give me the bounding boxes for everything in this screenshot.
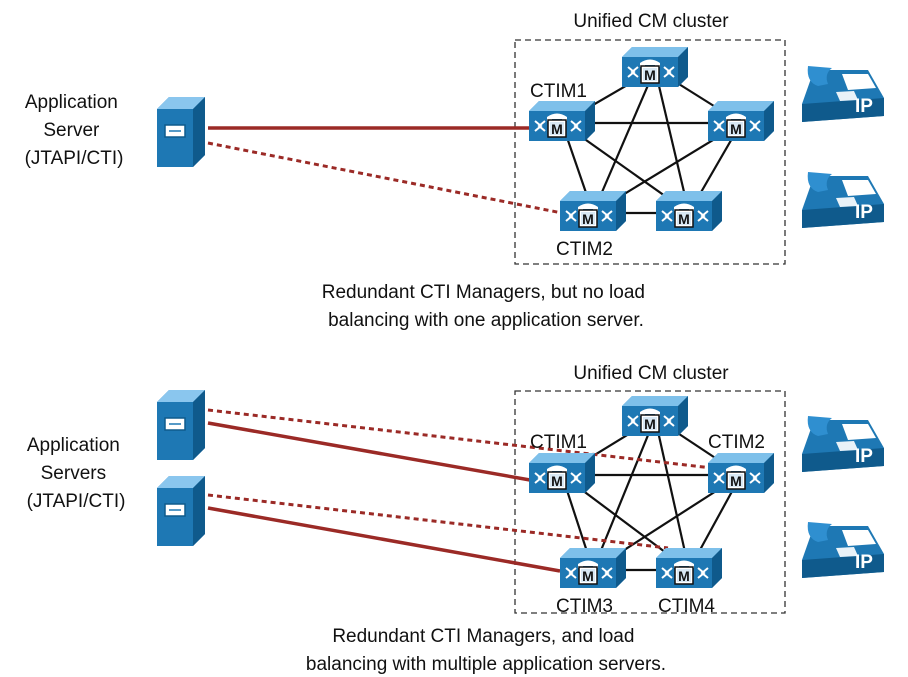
- svg-text:M: M: [551, 473, 563, 489]
- bottom-cm-node-ctim2-icon: M: [707, 452, 775, 494]
- top-ctim1-label: CTIM1: [530, 81, 587, 102]
- bottom-server-1-icon: [156, 389, 206, 461]
- svg-text:M: M: [678, 568, 690, 584]
- bottom-ctim1-label: CTIM1: [530, 432, 587, 453]
- svg-text:M: M: [644, 67, 656, 83]
- top-server-label: Application Server (JTAPI/CTI): [25, 92, 124, 169]
- top-cm-node-c-icon: M: [707, 100, 775, 142]
- svg-text:IP: IP: [855, 202, 873, 223]
- svg-text:M: M: [551, 121, 563, 137]
- svg-text:IP: IP: [855, 96, 873, 117]
- top-ip-phone-1-icon: IP: [802, 66, 884, 122]
- svg-text:M: M: [730, 121, 742, 137]
- bottom-server1-backup-link: [207, 408, 713, 470]
- bottom-server2-primary-link: [207, 506, 561, 573]
- svg-text:M: M: [678, 211, 690, 227]
- bottom-server1-primary-link: [207, 421, 531, 482]
- top-cm-node-ctim1-icon: M: [528, 100, 596, 142]
- bottom-server-2-icon: [156, 475, 206, 547]
- bottom-ip-phone-2-icon: IP: [802, 522, 884, 578]
- bottom-cm-node-a-icon: M: [621, 395, 689, 437]
- bottom-server-label: Application Servers (JTAPI/CTI): [27, 435, 126, 512]
- top-backup-link: [207, 141, 563, 215]
- svg-text:M: M: [730, 473, 742, 489]
- svg-text:M: M: [644, 416, 656, 432]
- top-ctim2-label: CTIM2: [556, 239, 613, 260]
- top-cm-node-e-icon: M: [655, 190, 723, 232]
- bottom-cm-node-ctim3-icon: M: [559, 547, 627, 589]
- top-caption: Redundant CTI Managers, but no load bala…: [322, 282, 651, 331]
- bottom-ip-phone-1-icon: IP: [802, 416, 884, 472]
- bottom-ctim2-label: CTIM2: [708, 432, 765, 453]
- top-server-icon: [156, 96, 206, 168]
- top-section: Unified CM cluster Application Server (J…: [25, 11, 884, 331]
- bottom-caption: Redundant CTI Managers, and load balanci…: [306, 626, 666, 675]
- bottom-ctim4-label: CTIM4: [658, 596, 715, 617]
- top-cluster-title: Unified CM cluster: [573, 11, 729, 32]
- svg-text:IP: IP: [855, 446, 873, 467]
- bottom-cluster-title: Unified CM cluster: [573, 363, 729, 384]
- top-cm-node-a-icon: M: [621, 46, 689, 88]
- bottom-section: Unified CM cluster Application Servers (…: [27, 363, 884, 675]
- bottom-cm-node-ctim1-icon: M: [528, 452, 596, 494]
- svg-text:M: M: [582, 211, 594, 227]
- svg-text:M: M: [582, 568, 594, 584]
- bottom-cm-node-ctim4-icon: M: [655, 547, 723, 589]
- top-cm-node-ctim2-icon: M: [559, 190, 627, 232]
- top-ip-phone-2-icon: IP: [802, 172, 884, 228]
- top-cluster-box: [514, 39, 786, 265]
- bottom-cluster-box: [514, 390, 786, 614]
- svg-text:IP: IP: [855, 552, 873, 573]
- bottom-ctim3-label: CTIM3: [556, 596, 613, 617]
